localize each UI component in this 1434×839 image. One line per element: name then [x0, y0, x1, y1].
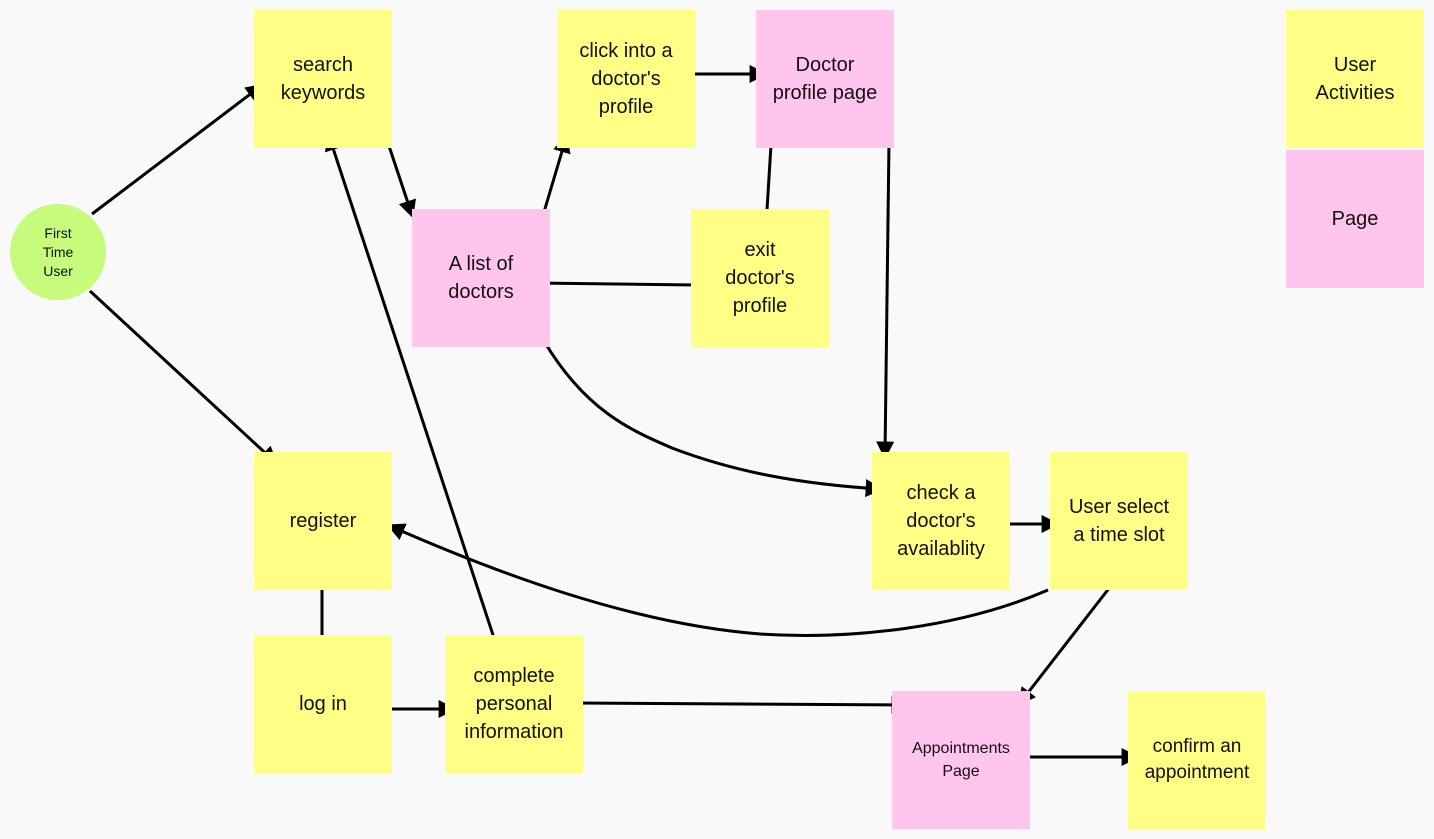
edge-list-to-click-profile [542, 134, 571, 213]
node-label-line: personal [475, 693, 553, 715]
node-label-line: information [464, 721, 564, 743]
node-label-line: Doctor [795, 54, 855, 76]
node-log-in: log in [254, 635, 392, 773]
edge-search-to-list [385, 139, 416, 219]
node-label-line: doctor's [591, 68, 661, 90]
node-label-line: check a [906, 482, 976, 504]
legend-label-line: User [1333, 54, 1377, 76]
node-list-of-doctors: A list of doctors [412, 209, 550, 347]
node-doctor-profile-page: Doctor profile page [756, 10, 894, 148]
edge-complete-to-search [324, 132, 496, 639]
node-label-line: profile page [772, 82, 878, 104]
legend-page: Page [1286, 150, 1424, 288]
node-label-line: profile [732, 295, 788, 317]
node-exit-profile: exit doctor's profile [691, 209, 829, 347]
edge-start-to-search [91, 83, 264, 216]
edge-list-to-check [542, 340, 884, 498]
node-label-line: doctors [448, 281, 514, 303]
node-label-line: click into a [579, 40, 673, 62]
node-search-keywords: search keywords [254, 10, 392, 148]
node-label-line: User select [1068, 496, 1170, 518]
node-label-line: appointment [1144, 762, 1250, 783]
node-label-line: keywords [280, 82, 366, 104]
node-label-line: availablity [897, 538, 985, 560]
node-label-line: Appointments [912, 740, 1010, 757]
edge-complete-to-appointments [575, 695, 910, 714]
node-label-line: doctor's [725, 267, 795, 289]
edge-select-to-register [386, 523, 1049, 637]
node-click-profile: click into a doctor's profile [557, 10, 695, 148]
legend-user-activities: User Activities [1286, 10, 1424, 148]
node-appointments-page: Appointments Page [892, 691, 1030, 829]
node-label-line: profile [598, 96, 654, 118]
edge-exit-to-list [531, 274, 697, 293]
start-node-line: First [44, 224, 72, 241]
node-label-line: doctor's [906, 510, 976, 532]
edge-start-to-register [88, 289, 278, 465]
node-select-time-slot: User select a time slot [1050, 452, 1188, 590]
node-label-line: Page [942, 763, 980, 780]
node-label-line: exit [744, 239, 776, 261]
node-label-line: complete [473, 665, 555, 687]
legend-label-line: Page [1331, 208, 1379, 230]
node-label-line: A list of [448, 253, 514, 275]
node-label-line: register [289, 510, 357, 532]
node-label-line: confirm an [1152, 736, 1242, 757]
node-register: register [254, 452, 392, 590]
node-label-line: search [292, 54, 353, 76]
node-label-line: log in [299, 693, 347, 715]
legend-label-line: Activities [1315, 82, 1395, 104]
edge-select-to-appointments [1017, 586, 1112, 706]
node-label-line: a time slot [1073, 524, 1165, 546]
start-node-line: User [43, 262, 73, 279]
edge-doctor-page-to-check [876, 141, 895, 460]
start-node-first-time-user: First Time User [10, 204, 106, 300]
node-confirm-appointment: confirm an appointment [1128, 691, 1266, 829]
node-complete-info: complete personal information [445, 635, 583, 773]
node-check-availability: check a doctor's availablity [872, 452, 1010, 590]
start-node-line: Time [42, 243, 74, 260]
